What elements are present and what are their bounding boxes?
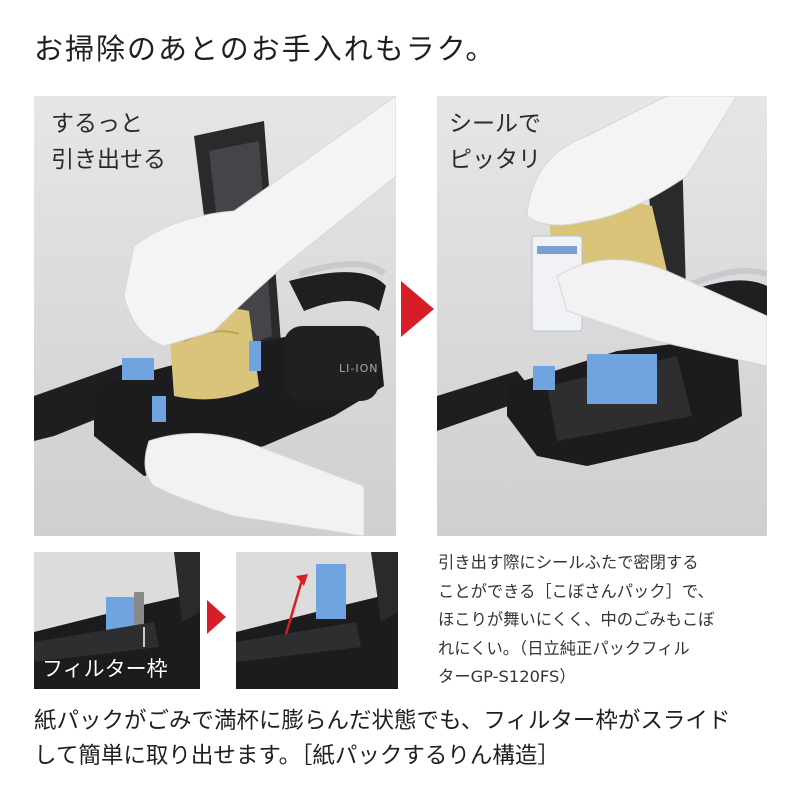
caption-line: 引き出せる [51, 147, 166, 173]
bottom-text: 紙パックがごみで満杯に膨らんだ状態でも、フィルター枠がスライド して簡単に取り出… [34, 704, 794, 774]
vacuum-pull-out-illustration [34, 96, 396, 536]
vacuum-seal-illustration [437, 96, 767, 466]
page-title: お掃除のあとのお手入れもラク。 [34, 32, 497, 66]
next-arrow-icon [401, 281, 434, 337]
photo-filter-frame: フィルター枠 [34, 552, 200, 689]
caption-pull-out: するっと 引き出せる [51, 106, 166, 178]
description-line: ほこりが舞いにくく、中のごみもこぼ [438, 610, 715, 629]
description-line: ことができる［こぼさんパック］で、 [438, 581, 714, 601]
photo-filter-slide [236, 552, 398, 689]
description-line: 引き出す際にシールふたで密閉する [438, 553, 699, 572]
description-line: れにくい。（日立純正パックフィル [438, 638, 690, 658]
filter-slide-illustration [236, 552, 398, 689]
caption-line: シールで [449, 111, 541, 137]
small-next-arrow-icon [207, 600, 226, 634]
body-logo: LI-ION [339, 362, 379, 375]
caption-seal: シールで ピッタリ [449, 106, 541, 178]
bottom-line: して簡単に取り出せます。［紙パックするりん構造］ [34, 743, 560, 769]
filter-frame-label: フィルター枠 [42, 657, 168, 681]
photo-seal: シールで ピッタリ [437, 96, 767, 536]
description-line: ターGP-S120FS） [438, 667, 576, 686]
caption-line: するっと [51, 111, 143, 137]
description-text: 引き出す際にシールふたで密閉する ことができる［こぼさんパック］で、 ほこりが舞… [438, 549, 778, 692]
bottom-line: 紙パックがごみで満杯に膨らんだ状態でも、フィルター枠がスライド [34, 708, 731, 734]
caption-line: ピッタリ [449, 147, 541, 173]
filter-frame-illustration [34, 552, 200, 689]
photo-pull-out: するっと 引き出せる LI-ION [34, 96, 396, 536]
